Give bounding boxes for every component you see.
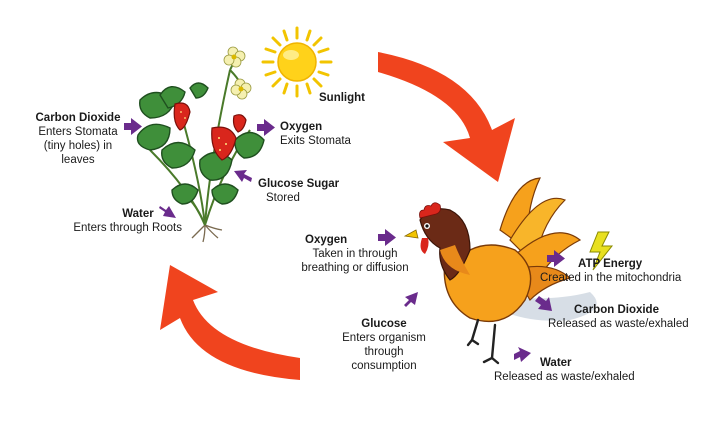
sunlight-label: Sunlight — [319, 92, 365, 104]
plant-oxygen-label: Oxygen Exits Stomata — [280, 121, 351, 147]
animal-glucose-label: Glucose Enters organism through consumpt… — [342, 318, 426, 372]
animal-carbon-dioxide-label: Carbon Dioxide Released as waste/exhaled — [548, 304, 689, 330]
plant-water-label: Water Enters through Roots — [73, 208, 182, 234]
animal-atp-label: ATP Energy Created in the mitochondria — [540, 258, 682, 284]
cycle-arrow-icon — [160, 52, 515, 380]
lightning-icon — [589, 231, 614, 271]
plant-glucose-label: Glucose Sugar Stored — [258, 178, 340, 204]
small-arrow-icon — [124, 118, 565, 362]
rooster-icon — [403, 177, 597, 365]
plant-carbon-dioxide-label: Carbon Dioxide Enters Stomata (tiny hole… — [35, 112, 121, 166]
animal-oxygen-label: Oxygen Taken in through breathing or dif… — [301, 234, 409, 274]
animal-water-label: Water Released as waste/exhaled — [494, 357, 635, 383]
sun-icon — [261, 26, 333, 98]
plant-icon — [136, 46, 265, 243]
